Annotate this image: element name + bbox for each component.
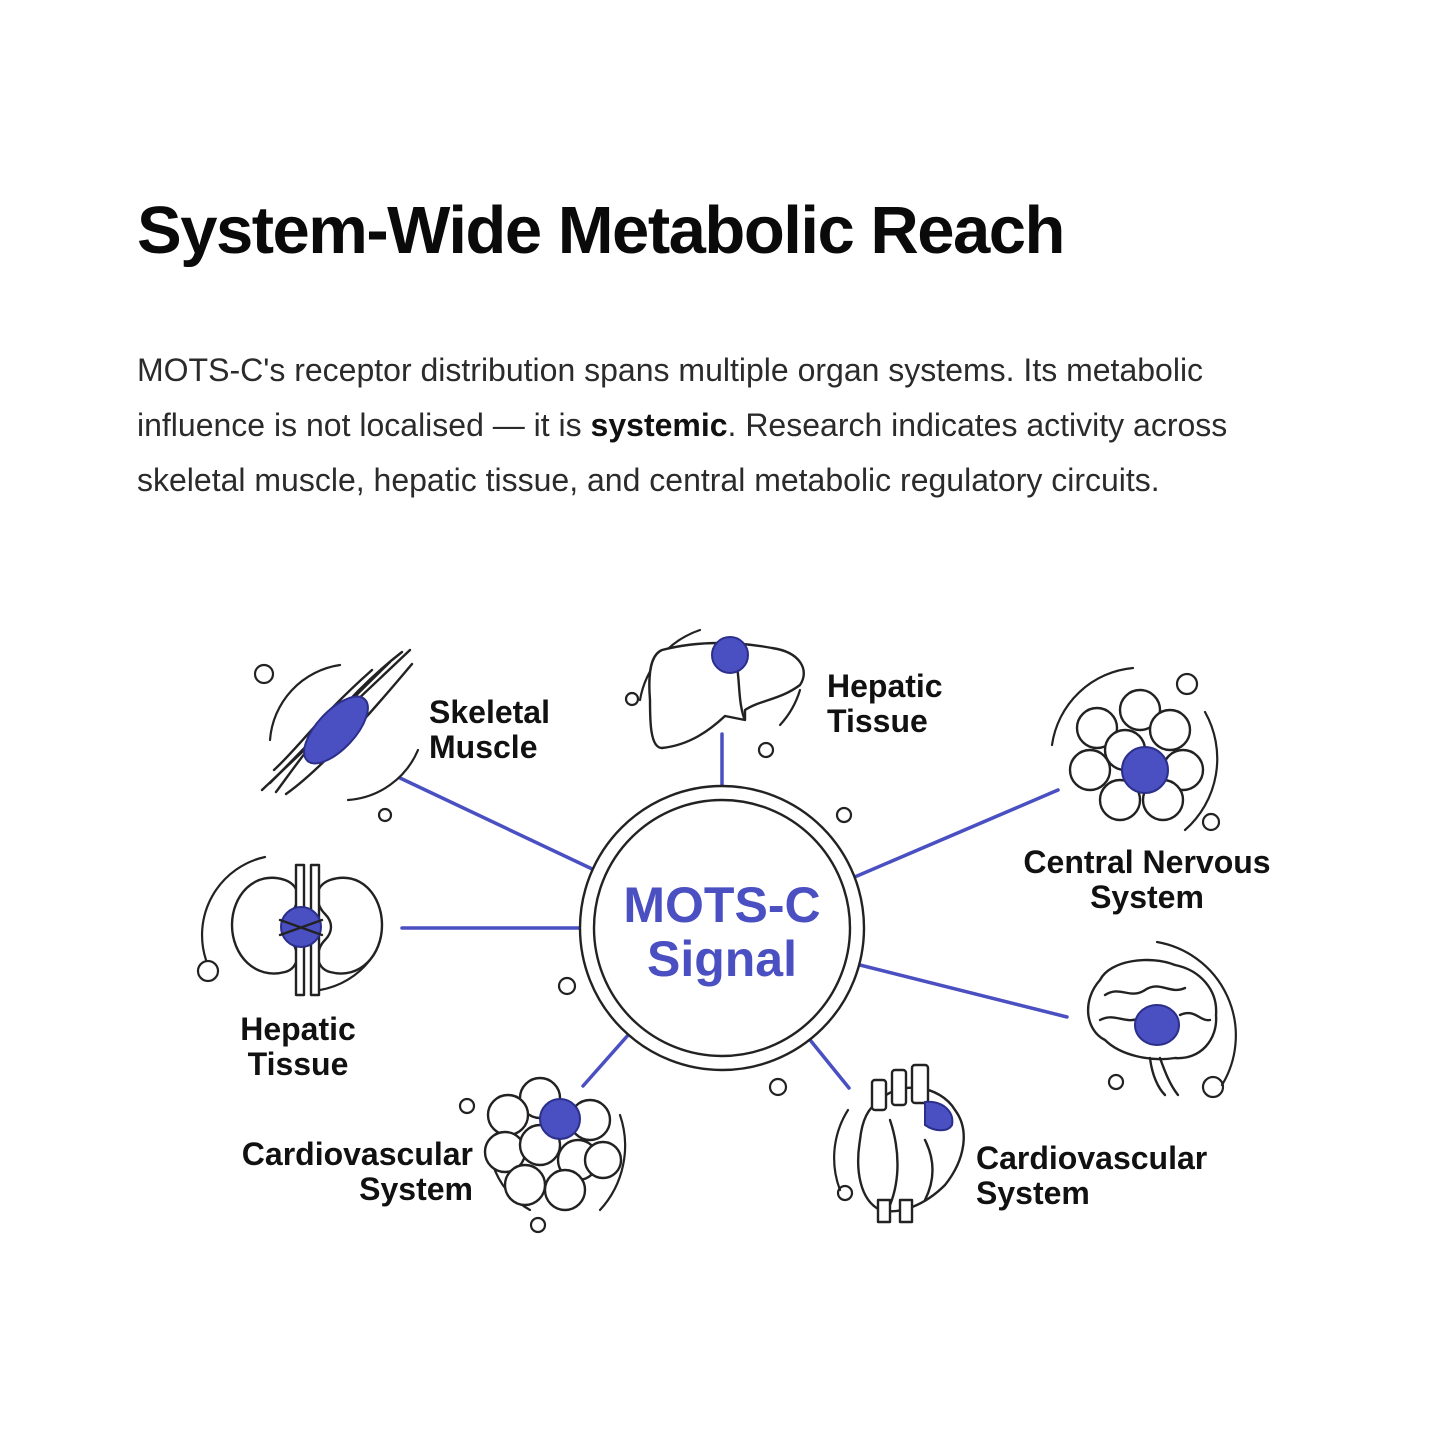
label-cardio-left-line2: System [359,1171,473,1207]
brain-icon [1086,940,1237,1097]
label-cardio-left-line1: Cardiovascular [242,1136,473,1172]
intro-emphasis: systemic [590,407,728,443]
node-brain [1086,940,1237,1097]
label-cardio-right-line2: System [976,1175,1090,1211]
label-hepatic-left-line1: Hepatic [240,1011,356,1047]
hub-inner-ring [592,798,852,1058]
connector-cns [841,788,1060,884]
intro-text-end: . Research indicates activity across ske… [137,407,1228,498]
intro-paragraph: MOTS-C's receptor distribution spans mul… [137,343,1327,508]
node-cardio-right: Cardiovascular System [833,1063,1207,1224]
label-hepatic-top-line2: Tissue [827,703,928,739]
label-skeletal-muscle-line2: Muscle [429,729,537,765]
muscle-icon [260,648,420,802]
intro-text-start: MOTS-C's receptor distribution spans mul… [137,352,1204,443]
hub-label-line2: Signal [647,931,797,987]
neuron-cluster-icon [1050,666,1219,832]
kidney-icon [201,855,384,997]
liver-icon [638,628,805,750]
cell-cluster-icon [483,1076,627,1212]
hub-outer-ring [578,784,866,1072]
hub-signal: MOTS-C Signal [578,784,866,1072]
node-cns: Central Nervous System [1023,666,1271,915]
label-cardio-right-line1: Cardiovascular [976,1140,1207,1176]
connector-brain [846,960,1069,1019]
label-hepatic-left-line2: Tissue [248,1046,349,1082]
node-skeletal-muscle: Skeletal Muscle [260,648,550,802]
hub-label-line1: MOTS-C [623,877,820,933]
label-cns-line2: System [1090,879,1204,915]
node-hepatic-left: Hepatic Tissue [201,855,384,1082]
label-skeletal-muscle-line1: Skeletal [429,694,550,730]
label-hepatic-top-line1: Hepatic [827,668,943,704]
node-hepatic-top: Hepatic Tissue [638,628,943,750]
decorative-dots [196,663,1225,1234]
heart-icon [833,1063,965,1224]
node-cardio-left: Cardiovascular System [242,1076,627,1212]
page-title: System-Wide Metabolic Reach [137,193,1065,268]
label-cns-line1: Central Nervous [1023,844,1270,880]
connector-skeletal-muscle [398,776,609,878]
